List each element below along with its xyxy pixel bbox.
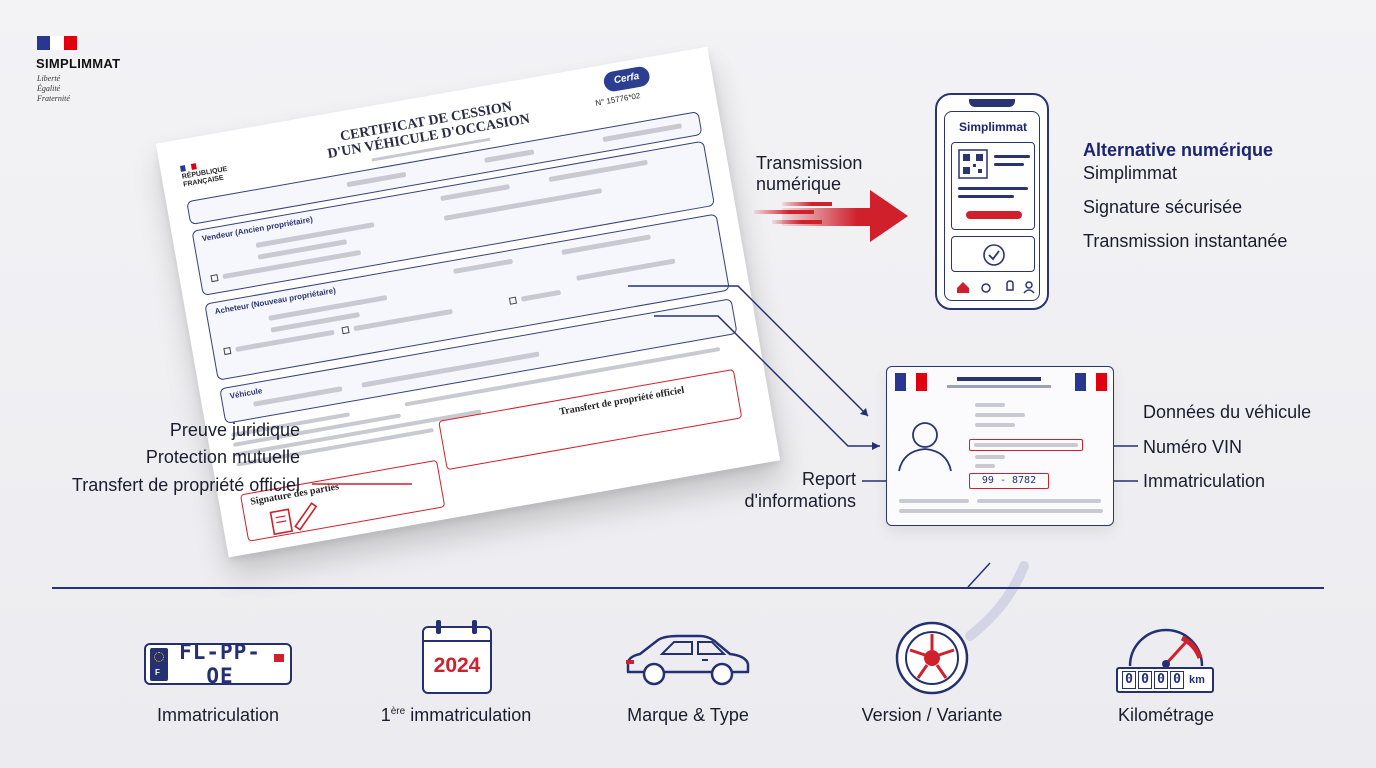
card-field-line [975, 455, 1005, 459]
phone-app-name: Simplimmat [958, 120, 1027, 134]
plate-field: 99 - 8782 [969, 473, 1049, 489]
cession-certificate-document: RÉPUBLIQUE FRANÇAISE CERTIFICAT DE CESSI… [155, 46, 781, 558]
card-field-line [975, 464, 995, 468]
card-footer-line [977, 499, 1101, 503]
bottom-label-version: Version / Variante [861, 705, 1003, 725]
label-official-transfer: Transfert de propriété officiel [71, 475, 300, 495]
phone-nav-bar [957, 280, 1035, 294]
card-plate-number: 99 - 8782 [981, 475, 1037, 486]
odometer-digit: 0 [1154, 671, 1168, 689]
calendar-year: 2024 [433, 654, 481, 677]
registration-card: 99 - 8782 [886, 366, 1114, 526]
transmission-label: Transmission numérique [756, 153, 862, 195]
transmission-line: numérique [756, 174, 842, 194]
check-circle-icon [983, 244, 1005, 266]
region-band-icon [272, 648, 286, 681]
license-plate-icon: F FL-PP-OE [144, 640, 292, 688]
phone-text-line [958, 187, 1028, 190]
phone-qr-card [951, 142, 1035, 230]
digital-alt-item: Transmission instantanée [1083, 231, 1288, 251]
signature-pen-icon [269, 502, 318, 536]
phone-text-line [958, 195, 1014, 198]
plate-text: FL-PP-OE [179, 640, 261, 688]
report-label: Report d'informations [720, 468, 857, 512]
calendar-icon: 2024 [422, 620, 492, 694]
brand-flag-icon [37, 36, 77, 50]
motto-line: Égalité [37, 84, 61, 93]
car-icon [626, 634, 750, 686]
odometer-gauge-icon [1128, 628, 1204, 668]
odometer-unit: km [1189, 674, 1205, 686]
card-flag-left-icon [895, 373, 928, 391]
phone-screen: Simplimmat [944, 111, 1040, 301]
card-field-line [975, 423, 1015, 427]
card-footer-line [899, 499, 969, 503]
label-suffix: immatriculation [405, 705, 532, 725]
label-registration: Immatriculation [1143, 471, 1266, 491]
phone-check-card [951, 236, 1035, 272]
bottom-label-registration: Immatriculation [156, 705, 280, 725]
card-flag-right-icon [1075, 373, 1108, 391]
transmission-line: Transmission [756, 153, 863, 173]
motto-line: Fraternité [37, 94, 70, 103]
phone-mockup: Simplimmat [935, 93, 1049, 310]
brand-motto: Liberté Égalité Fraternité [37, 74, 97, 104]
label-superscript: ère [390, 706, 406, 717]
card-field-line [975, 413, 1025, 417]
digital-alt-item: Signature sécurisée [1083, 197, 1243, 217]
person-silhouette-icon [898, 422, 952, 472]
report-line: Report [801, 469, 856, 489]
section-divider [52, 587, 1324, 589]
card-header-line [957, 377, 1041, 381]
phone-action-button[interactable] [966, 211, 1022, 219]
qr-code-icon [958, 149, 988, 179]
label-prefix: 1 [380, 705, 391, 725]
phone-text-line [994, 163, 1024, 166]
transmission-arrow-icon [754, 190, 908, 242]
phone-text-line [994, 155, 1030, 158]
vin-field [969, 439, 1083, 451]
phone-notch [969, 99, 1015, 107]
bottom-label-first-registration: 1ère immatriculation [346, 705, 566, 726]
wheel-icon [895, 621, 969, 695]
odometer-digit: 0 [1170, 671, 1184, 689]
label-legal-proof: Preuve juridique [169, 420, 300, 440]
card-header-line [947, 385, 1051, 388]
signature-box: Signature des parties [239, 459, 446, 542]
brand-name: SIMPLIMMAT [36, 56, 121, 71]
card-footer-line [899, 509, 1103, 513]
label-vehicle-data: Données du véhicule [1143, 402, 1312, 422]
odometer-digit: 0 [1122, 671, 1136, 689]
motto-line: Liberté [37, 74, 61, 83]
bottom-label-mileage: Kilométrage [1117, 705, 1215, 725]
digital-alt-heading: Alternative numérique [1083, 140, 1274, 160]
bottom-label-make-type: Marque & Type [627, 705, 749, 725]
label-mutual-protection: Protection mutuelle [145, 447, 300, 467]
eu-band-icon: F [150, 647, 168, 681]
report-line: d'informations [744, 491, 857, 511]
vin-value-line [974, 442, 1078, 447]
label-vin: Numéro VIN [1143, 437, 1243, 457]
digital-alt-item: Simplimmat [1083, 163, 1178, 183]
odometer-icon: 0 0 0 0 km [1116, 667, 1214, 693]
odometer-digit: 0 [1138, 671, 1152, 689]
card-field-line [975, 403, 1005, 407]
